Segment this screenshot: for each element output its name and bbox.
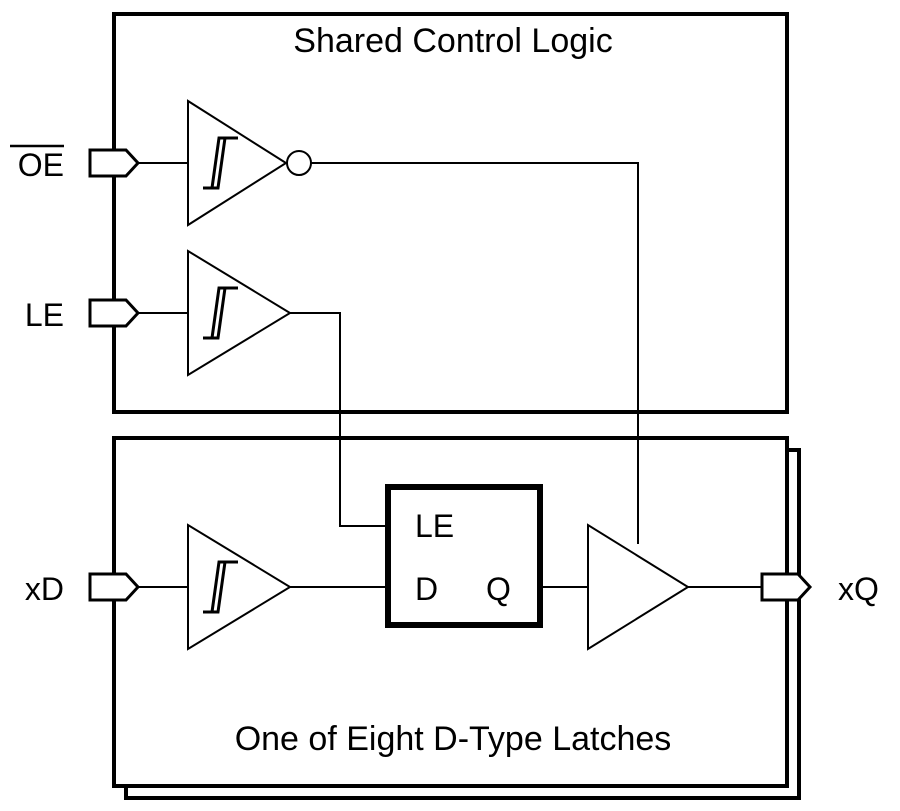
oe-inversion-bubble-icon — [286, 150, 312, 176]
output-tristate-buffer-icon — [587, 523, 690, 651]
xq-pin-label: xQ — [838, 571, 879, 607]
oe-pin-label: OE — [18, 147, 64, 183]
le-schmitt-buffer — [187, 249, 292, 377]
latch-q-label: Q — [486, 571, 511, 607]
oe-schmitt-buffer — [187, 99, 288, 227]
latches-title: One of Eight D-Type Latches — [235, 720, 672, 758]
xd-pin-label: xD — [25, 571, 64, 607]
xq-port-arrow-icon — [760, 572, 813, 602]
le-control-wire — [290, 312, 388, 527]
d-latch-block — [385, 484, 543, 628]
xd-schmitt-trigger-icon — [203, 560, 238, 614]
xd-port-arrow-icon — [88, 572, 141, 602]
xd-schmitt-buffer — [187, 523, 292, 651]
latch-le-label: LE — [415, 508, 454, 544]
oe-port-arrow-icon — [88, 148, 141, 178]
oe-enable-wire — [311, 162, 639, 544]
shared-control-title: Shared Control Logic — [293, 22, 612, 60]
le-port-arrow-icon — [88, 298, 141, 328]
le-pin-label: LE — [25, 297, 64, 333]
le-schmitt-trigger-icon — [203, 286, 238, 340]
latch-d-label: D — [415, 571, 438, 607]
oe-schmitt-trigger-icon — [203, 136, 238, 190]
